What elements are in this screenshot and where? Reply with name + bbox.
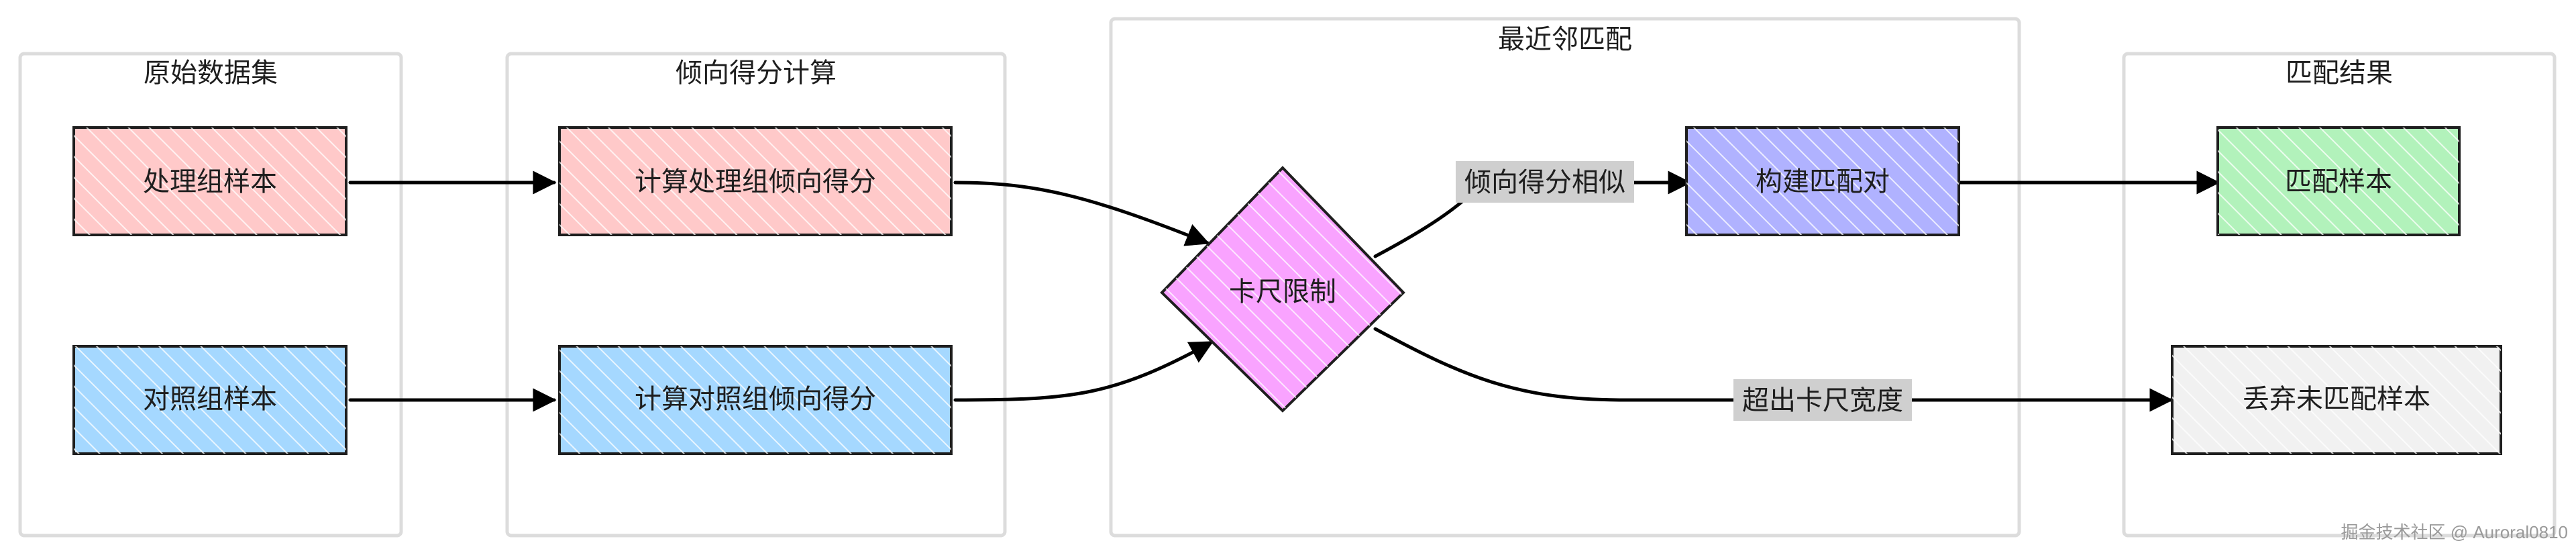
- node-matched-label: 匹配样本: [2285, 167, 2392, 197]
- node-calc-control-label: 计算对照组倾向得分: [635, 385, 876, 414]
- node-calc-treatment-hatch: [559, 128, 951, 235]
- node-caliper[interactable]: 卡尺限制: [1160, 166, 1405, 413]
- node-matched-samples[interactable]: 匹配样本: [2216, 126, 2461, 236]
- node-control-hatch: [74, 346, 346, 454]
- group-score-title: 倾向得分计算: [676, 58, 837, 88]
- node-caliper-hatch: [1162, 168, 1403, 411]
- node-calc-treatment-label: 计算处理组倾向得分: [635, 167, 876, 197]
- node-treatment-sample[interactable]: 处理组样本: [72, 126, 347, 236]
- node-treatment-label: 处理组样本: [143, 167, 277, 197]
- node-discard-hatch: [2172, 346, 2501, 454]
- edge-calc-control-to-caliper: [953, 340, 1214, 402]
- group-nearest-title: 最近邻匹配: [1498, 25, 1632, 54]
- group-propensity-score: 倾向得分计算: [505, 52, 1007, 538]
- group-result-title: 匹配结果: [2286, 58, 2393, 88]
- edge-label-similar-text: 倾向得分相似: [1464, 168, 1625, 197]
- node-discard[interactable]: 丢弃未匹配样本: [2171, 345, 2502, 455]
- watermark: 掘金技术社区 @ Auroral0810: [2341, 522, 2569, 542]
- node-calc-control[interactable]: 计算对照组倾向得分: [558, 345, 953, 455]
- node-control-label: 对照组样本: [143, 385, 277, 414]
- edge-calc-treatment-to-caliper: [953, 181, 1210, 246]
- group-raw-frame: [18, 52, 403, 538]
- node-discard-label: 丢弃未匹配样本: [2243, 385, 2430, 414]
- group-nearest-frame: [1109, 17, 2021, 538]
- group-match-result: 匹配结果: [2122, 52, 2557, 538]
- group-result-frame: [2122, 52, 2557, 538]
- edge-label-exceed: 超出卡尺宽度: [1733, 379, 1912, 421]
- node-caliper-label: 卡尺限制: [1229, 277, 1336, 307]
- group-nearest-neighbor: 最近邻匹配: [1109, 17, 2021, 538]
- edge-label-exceed-bg: [1733, 379, 1912, 421]
- edge-label-exceed-text: 超出卡尺宽度: [1742, 386, 1903, 415]
- node-treatment-hatch: [74, 128, 346, 235]
- group-raw-title: 原始数据集: [144, 58, 278, 88]
- node-build-pairs[interactable]: 构建匹配对: [1685, 126, 1960, 236]
- group-score-frame: [505, 52, 1007, 538]
- node-build-pairs-label: 构建匹配对: [1756, 167, 1890, 197]
- node-build-pairs-hatch: [1686, 128, 1959, 235]
- node-calc-control-hatch: [559, 346, 951, 454]
- edge-caliper-to-discard: [1373, 327, 2174, 412]
- edge-label-similar-bg: [1456, 161, 1634, 203]
- node-matched-hatch: [2218, 128, 2459, 235]
- node-calc-treatment[interactable]: 计算处理组倾向得分: [558, 126, 953, 236]
- node-control-sample[interactable]: 对照组样本: [72, 345, 347, 455]
- edge-label-similar: 倾向得分相似: [1456, 161, 1634, 203]
- group-raw-dataset: 原始数据集: [18, 52, 403, 538]
